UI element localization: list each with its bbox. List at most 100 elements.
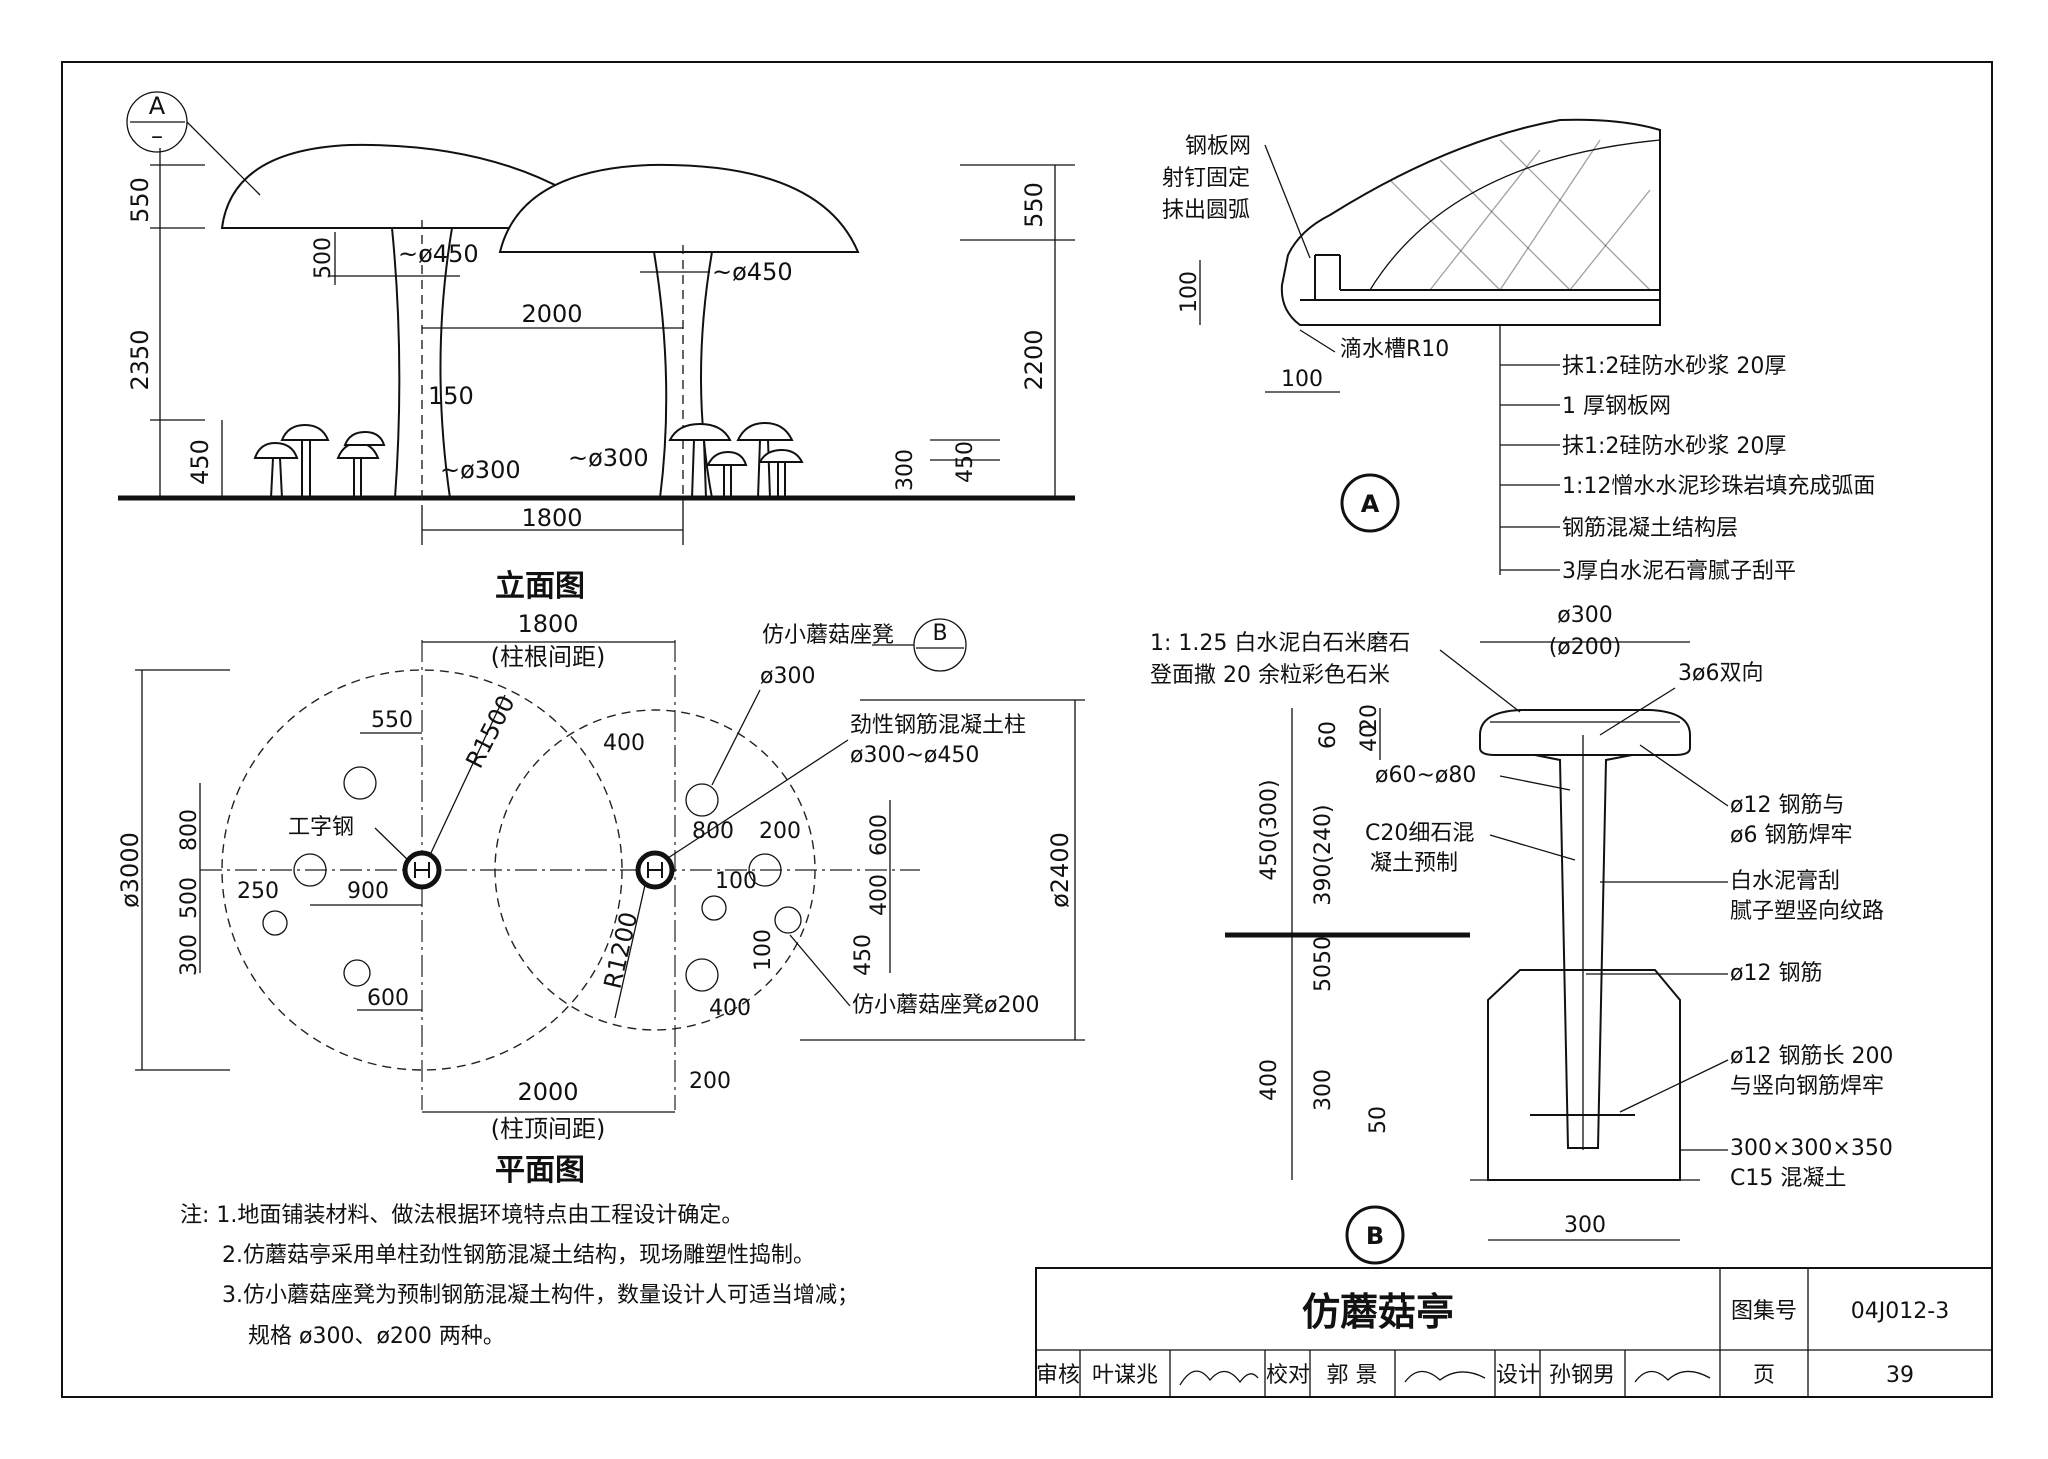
elevation-title: 立面图 (495, 569, 585, 604)
title-block: 仿蘑菇亭 图集号 04J012-3 页 39 审核 叶谋兆 校对 郭 景 设计 … (1035, 1267, 1993, 1398)
plan-dim-100-low: 100 (751, 929, 776, 971)
detail-b-dim-50b: 50 (1311, 964, 1336, 992)
detail-a-callout-3: 抹出圆弧 (1162, 198, 1250, 223)
right-column (653, 251, 713, 499)
plan-dim-300: 300 (177, 934, 202, 976)
plan-dim-2000-note: (柱顶间距) (491, 1115, 606, 1143)
dim-500: 500 (311, 237, 336, 279)
design-label: 设计 (1496, 1363, 1540, 1388)
elevation-view: 550 2350 450 A – 500 ~ø450 ~ø450 2000 15… (118, 91, 1075, 604)
svg-text:–: – (151, 122, 163, 150)
right-mushroom-cap (498, 163, 860, 253)
page-label: 页 (1753, 1363, 1775, 1388)
detail-b-top-dia: ø300 (1557, 603, 1612, 628)
plan-view: R1500 R1200 1800 (柱根间距) 2000 (柱顶间距) ø300… (116, 610, 1085, 1188)
plan-dia-2400: ø2400 (1046, 832, 1074, 908)
dim-150: 150 (428, 382, 474, 410)
plan-dia-3000: ø3000 (116, 832, 144, 908)
dim-top-dia-right: ~ø450 (712, 258, 793, 286)
plan-dim-900: 900 (347, 879, 389, 904)
plan-label-stool300-dia: ø300 (760, 664, 815, 689)
plan-dim-550: 550 (371, 708, 413, 733)
plan-dim-400-bottom: 400 (709, 996, 751, 1021)
small-stools-left (253, 423, 386, 499)
plan-label-column-dia: ø300~ø450 (850, 743, 979, 768)
plan-label-steel: 工字钢 (288, 815, 354, 840)
plan-label-stool200: 仿小蘑菇座凳ø200 (852, 993, 1039, 1018)
detail-b-rebar-12: ø12 钢筋 (1730, 961, 1822, 986)
plan-dim-200-bottom: 200 (689, 1069, 731, 1094)
plan-dim-400-right: 400 (867, 874, 892, 916)
detail-b: ø300 (ø200) 1: 1.25 白水泥白石米磨石 登面撒 20 余粒彩色… (1150, 603, 1893, 1265)
checker-signature (1404, 1370, 1486, 1383)
note-1: 注: 1.地面铺装材料、做法根据环境特点由工程设计确定。 (180, 1203, 743, 1228)
detail-b-dim-60: 60 (1316, 721, 1341, 749)
detail-a-dim-100-h: 100 (1281, 367, 1323, 392)
detail-b-stem-mat-1: C20细石混 (1365, 821, 1474, 846)
dim-top-dia-left: ~ø450 (398, 240, 479, 268)
title-block-frame (1035, 1267, 1993, 1398)
dim-550-right: 550 (1020, 182, 1048, 228)
detail-b-finish-2: 登面撒 20 余粒彩色石米 (1150, 663, 1390, 688)
detail-b-finish-1: 1: 1.25 白水泥白石米磨石 (1150, 631, 1410, 656)
reviewer-name: 叶谋兆 (1092, 1363, 1158, 1388)
detail-b-dim-40: 40 (1357, 724, 1382, 752)
dim-550-left: 550 (126, 177, 154, 223)
detail-b-weld-1a: ø12 钢筋与 (1730, 793, 1844, 818)
detail-a-callout-1: 钢板网 (1185, 134, 1251, 159)
plan-dim-800-right: 800 (692, 819, 734, 844)
plan-dim-100-mid: 100 (715, 869, 757, 894)
page-number: 39 (1886, 1363, 1914, 1388)
detail-b-seat (1479, 709, 1691, 756)
note-3: 3.仿小蘑菇座凳为预制钢筋混凝土构件，数量设计人可适当增减； (222, 1283, 859, 1308)
dim-2000-elev: 2000 (521, 300, 582, 328)
detail-b-rebar-top: 3ø6双向 (1678, 661, 1763, 686)
plan-dim-1800: 1800 (517, 610, 578, 638)
detail-a: 钢板网 射钉固定 抹出圆弧 100 滴水槽R10 100 A 抹1:2硅防水砂浆… (1162, 118, 1875, 584)
detail-b-mark-label: B (1366, 1222, 1384, 1250)
plan-dim-1800-note: (柱根间距) (491, 643, 606, 671)
designer-name: 孙钢男 (1549, 1363, 1615, 1388)
detail-b-footing-1: 300×300×350 (1730, 1136, 1893, 1161)
sheet-frame (61, 61, 1993, 1398)
detail-b-stem-mat-2: 凝土预制 (1370, 851, 1458, 876)
detail-a-layer-4: 1:12憎水水泥珍珠岩填充成弧面 (1562, 474, 1875, 499)
dim-2350: 2350 (126, 329, 154, 390)
detail-a-drip: 滴水槽R10 (1340, 337, 1449, 362)
plan-dim-800-left: 800 (177, 809, 202, 851)
detail-b-weld-1b: ø6 钢筋焊牢 (1730, 823, 1852, 848)
detail-b-stem-dia: ø60~ø80 (1375, 763, 1476, 788)
section-mark-b-plan-label: B (932, 621, 947, 646)
atlas-label: 图集号 (1731, 1299, 1797, 1324)
detail-a-dim-100-v: 100 (1177, 271, 1202, 313)
detail-a-callout-2: 射钉固定 (1162, 166, 1250, 191)
detail-b-top-dia-alt: (ø200) (1549, 635, 1622, 660)
plan-stools (262, 766, 802, 992)
plan-dim-600-left: 600 (367, 986, 409, 1011)
small-stools-right (668, 421, 804, 499)
review-label: 审核 (1036, 1363, 1080, 1388)
detail-b-mark (1345, 1205, 1405, 1265)
detail-b-footing-2: C15 混凝土 (1730, 1166, 1846, 1191)
dim-450-stool: 450 (953, 441, 978, 483)
detail-b-dim-50a: 50 (1311, 936, 1336, 964)
dim-300-stool: 300 (893, 449, 918, 491)
detail-b-base-width: 300 (1564, 1213, 1606, 1238)
dim-2200: 2200 (1020, 329, 1048, 390)
dim-root-dia-left: ~ø300 (440, 456, 521, 484)
plan-label-column: 劲性钢筋混凝土柱 (850, 713, 1026, 738)
detail-b-finish-side-1: 白水泥膏刮 (1730, 869, 1840, 894)
notes-block: 注: 1.地面铺装材料、做法根据环境特点由工程设计确定。 2.仿蘑菇亭采用单柱劲… (180, 1203, 859, 1349)
dim-450-left: 450 (186, 439, 214, 485)
atlas-number: 04J012-3 (1851, 1299, 1949, 1324)
dim-root-dia-right: ~ø300 (568, 444, 649, 472)
detail-a-layer-5: 钢筋混凝土结构层 (1562, 516, 1738, 541)
section-mark-a-label: A (149, 92, 166, 120)
detail-a-layer-1: 抹1:2硅防水砂浆 20厚 (1562, 354, 1786, 379)
plan-title: 平面图 (495, 1153, 585, 1188)
plan-dim-250: 250 (237, 879, 279, 904)
plan-label-stool300: 仿小蘑菇座凳 (762, 623, 894, 648)
detail-b-dim-390: 390(240) (1311, 804, 1336, 905)
